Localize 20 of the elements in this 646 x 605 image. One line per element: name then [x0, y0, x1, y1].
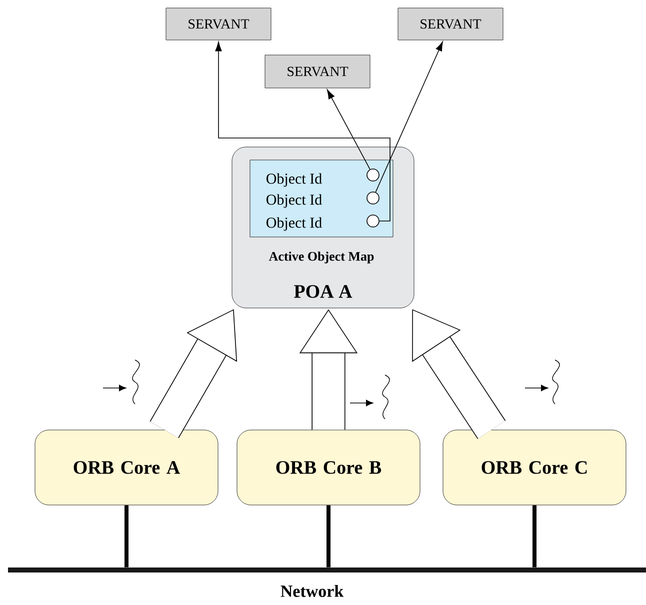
orb-core-box: ORB Core B	[236, 430, 420, 506]
slot-circle	[366, 192, 380, 204]
arrow	[375, 42, 443, 193]
arrow	[326, 90, 370, 170]
orb-core-box: ORB Core A	[34, 430, 218, 506]
map-heading: Active Object Map	[268, 252, 374, 264]
servant-box: SERVANT	[166, 8, 272, 40]
orb-core-box: ORB Core C	[442, 430, 626, 506]
servant-box: SERVANT	[398, 8, 504, 40]
servant-box: SERVANT	[264, 54, 370, 88]
network-link	[532, 505, 536, 568]
network-link	[124, 505, 128, 568]
slot-circle	[366, 214, 380, 228]
object-id-text: Object Id	[266, 217, 322, 231]
hollow-arrow	[412, 309, 506, 440]
arrow	[215, 42, 390, 222]
object-id-text: Object Id	[266, 194, 322, 208]
network-link	[326, 505, 330, 568]
object-id-text: Object Id	[266, 173, 322, 187]
network-label: Network	[280, 585, 344, 597]
